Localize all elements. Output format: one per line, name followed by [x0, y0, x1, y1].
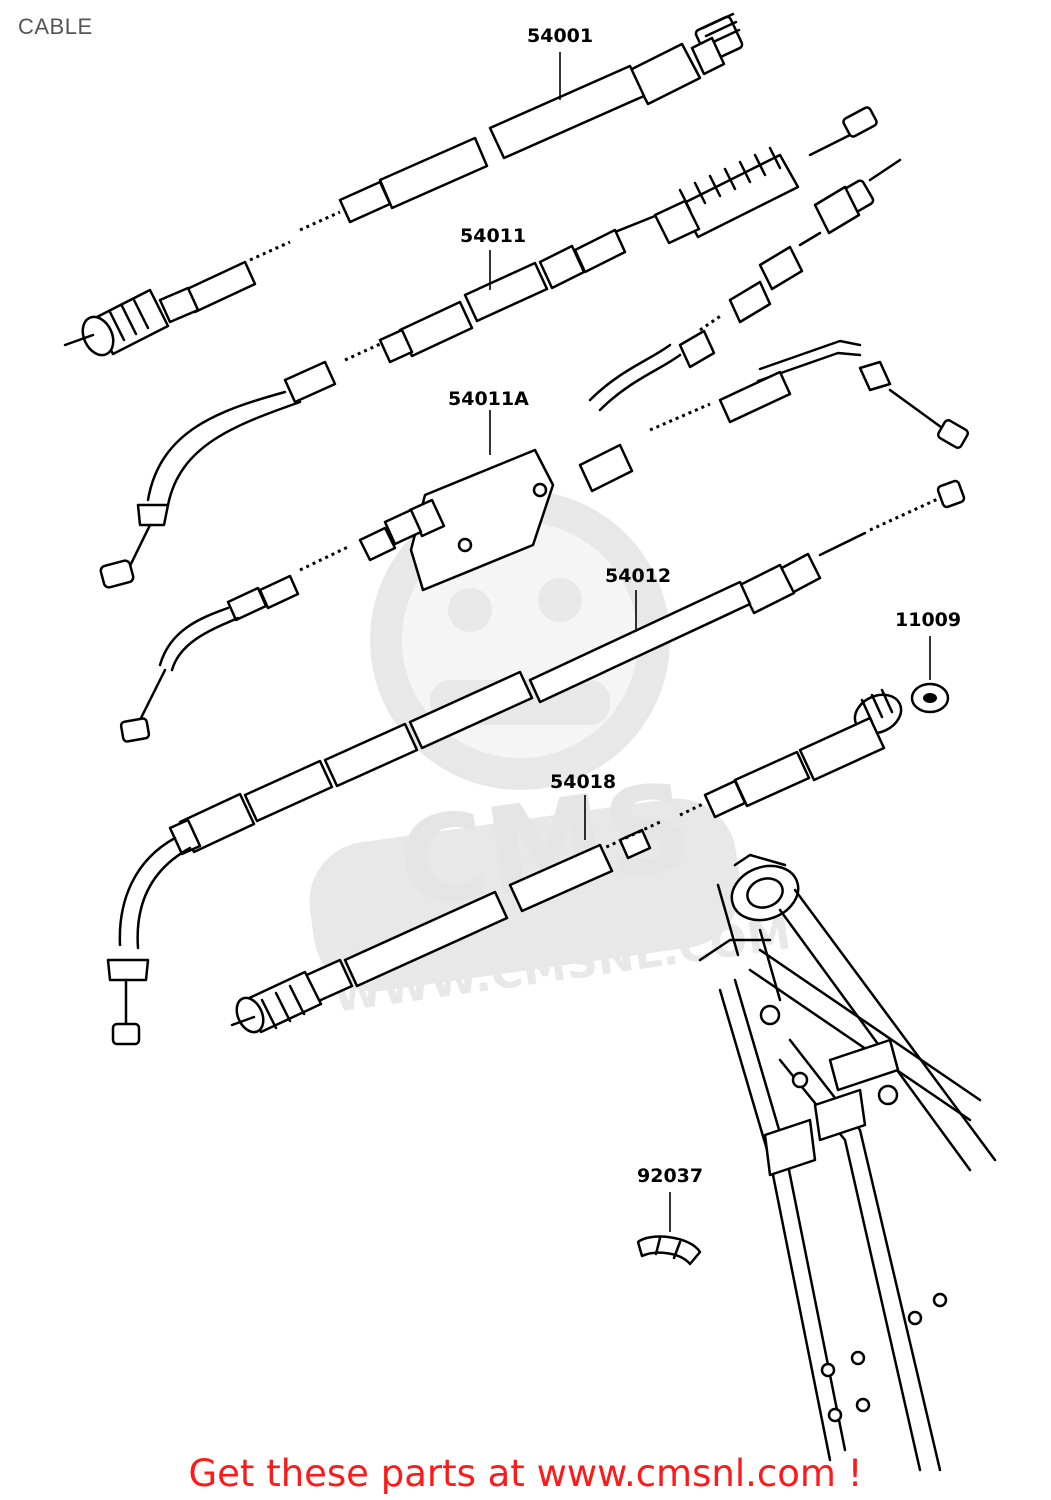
part-11009-washer: 11009	[895, 609, 961, 714]
cable-54011A: 54011A	[119, 158, 970, 743]
cable-54001: 54001	[63, 12, 744, 357]
cable-54012: 54012	[106, 479, 966, 1046]
cable-54011: 54011	[99, 106, 878, 589]
page-title: CABLE	[18, 14, 93, 39]
part-number-92037: 92037	[637, 1165, 703, 1187]
part-number-54011: 54011	[460, 225, 526, 247]
part-number-54001: 54001	[527, 25, 593, 47]
part-number-11009: 11009	[895, 609, 961, 631]
part-number-54011A: 54011A	[448, 388, 529, 410]
part-number-54018: 54018	[550, 771, 616, 793]
part-92037-clamp: 92037	[636, 1165, 703, 1266]
get-parts-link[interactable]: Get these parts at www.cmsnl.com !	[188, 1452, 863, 1495]
part-number-54012: 54012	[605, 565, 671, 587]
cable-54018: 54018	[230, 688, 903, 1034]
frame-steering-head	[698, 853, 997, 1472]
